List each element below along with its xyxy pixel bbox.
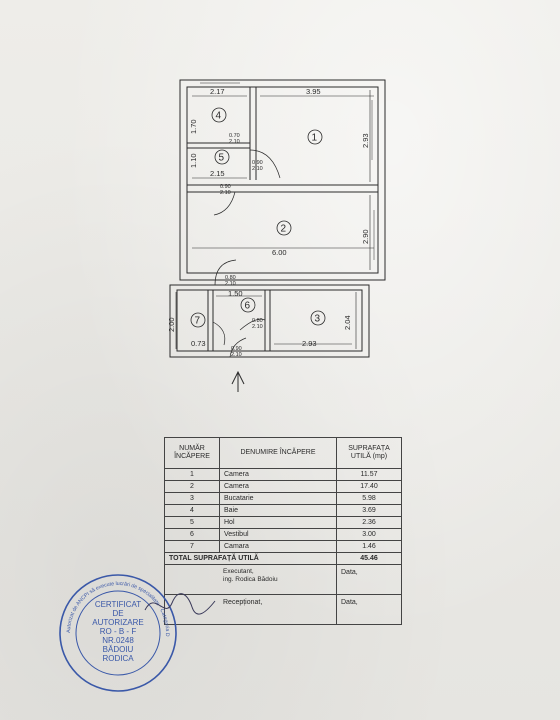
dim-2-04: 2.04 [343,315,352,330]
row-name: Camera [219,480,337,493]
door-label-height: 2.10 [231,352,242,358]
row-name: Baie [219,504,337,517]
dim-1-70: 1.70 [189,119,198,134]
receptionat-date: Data, [336,594,402,625]
dim-1-10: 1.10 [189,153,198,168]
door-label-width: 0.90 [231,346,242,352]
room-number-5: 5 [219,153,225,164]
outer-wall-lower [169,284,370,358]
row-number: 6 [164,528,220,541]
total-row: TOTAL SUPRAFAȚĂ UTILĂ 45.46 [164,552,402,565]
header-area: SUPRAFAȚA UTILĂ (mp) [336,437,402,469]
table-row: 7 Camara 1.46 [164,540,402,553]
row-number: 2 [164,480,220,493]
header-room-name: DENUMIRE ÎNCĂPERE [219,437,337,469]
door-label-height: 2.10 [220,190,231,196]
executant-label: Executant, [223,568,254,575]
outer-wall-upper [179,79,386,281]
stamp-line: NR.0248 [102,636,134,645]
door-label-width: 0.70 [229,133,240,139]
door-label-height: 2.10 [252,324,263,330]
row-name: Vestibul [219,528,337,541]
room-number-6: 6 [245,301,251,312]
dim-2-17: 2.17 [210,87,225,96]
dim-2-90: 2.90 [361,229,370,244]
door-label-height: 2.10 [229,139,240,145]
dim-2-15: 2.15 [210,169,225,178]
dim-0-73: 0.73 [191,339,206,348]
room-number-7: 7 [195,316,201,327]
room-number-1: 1 [312,133,318,144]
door-label-width: 0.80 [225,275,236,281]
inner-wall-upper [186,86,379,274]
signature-scribble [144,593,216,615]
door-label-width: 0.80 [252,318,263,324]
room-number-4: 4 [216,111,222,122]
table-row: 5 Hol 2.36 [164,516,402,529]
dim-3-95: 3.95 [306,87,321,96]
total-label: TOTAL SUPRAFAȚĂ UTILĂ [164,552,337,565]
row-area: 3.69 [336,504,402,517]
room-number-2: 2 [281,224,287,235]
dim-2-00: 2.00 [167,317,176,332]
stamp-line: AUTORIZARE [92,618,143,627]
table-row: 4 Baie 3.69 [164,504,402,517]
certification-stamp: Autorizat de ANCPI să execute lucrări de… [59,574,177,692]
executant-row: Executant, ing. Rodica Bădoiu Data, [164,564,402,595]
row-area: 3.00 [336,528,402,541]
door-label-width: 0.90 [252,160,263,166]
header-room-number: NUMĂR ÎNCĂPERE [164,437,220,469]
stamp-line: RODICA [102,654,134,663]
total-value: 45.46 [336,552,402,565]
dim-6-00: 6.00 [272,248,287,257]
row-number: 5 [164,516,220,529]
row-number: 7 [164,540,220,553]
dim-2-93: 2.93 [361,133,370,148]
row-area: 17.40 [336,480,402,493]
row-area: 11.57 [336,468,402,481]
row-name: Hol [219,516,337,529]
executant-date: Data, [336,564,402,595]
row-number: 3 [164,492,220,505]
table-header-row: NUMĂR ÎNCĂPERE DENUMIRE ÎNCĂPERE SUPRAFA… [164,437,402,469]
row-name: Camara [219,540,337,553]
door-label-width: 0.90 [220,184,231,190]
row-number: 1 [164,468,220,481]
room-number-3: 3 [315,314,321,325]
table-row: 6 Vestibul 3.00 [164,528,402,541]
door-label-height: 2.10 [225,281,236,287]
table-row: 1 Camera 11.57 [164,468,402,481]
row-area: 1.46 [336,540,402,553]
stamp-line: CERTIFICAT [95,600,141,609]
row-name: Camera [219,468,337,481]
table-row: 2 Camera 17.40 [164,480,402,493]
row-area: 2.36 [336,516,402,529]
stamp-line: DE [112,609,123,618]
door-label-height: 2.10 [252,166,263,172]
row-number: 4 [164,504,220,517]
rooms-table: NUMĂR ÎNCĂPERE DENUMIRE ÎNCĂPERE SUPRAFA… [164,437,402,625]
executant-name: ing. Rodica Bădoiu [223,576,278,583]
table-row: 3 Bucatarie 5.98 [164,492,402,505]
row-name: Bucatarie [219,492,337,505]
row-area: 5.98 [336,492,402,505]
stamp-line: RO - B - F [100,627,137,636]
stamp-line: BĂDOIU [103,645,134,654]
dim-1-50: 1.50 [228,289,243,298]
dim-2-93-kitchen: 2.93 [302,339,317,348]
